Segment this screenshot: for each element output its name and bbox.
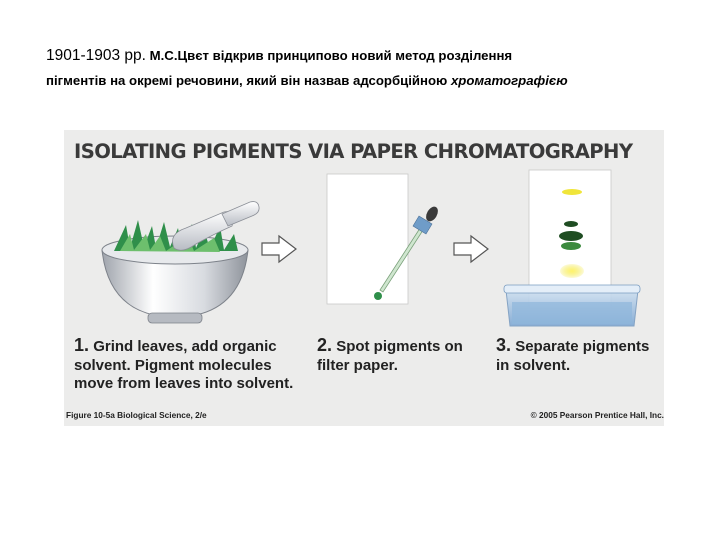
intro-paragraph: 1901-1903 рр. М.С.Цвєт відкрив принципов…: [46, 41, 706, 95]
step-2-number: 2.: [317, 335, 333, 355]
separation-dish-illustration: [503, 169, 641, 327]
band-dark-small: [564, 221, 578, 227]
step-1-line-2: solvent. Pigment molecules: [74, 356, 272, 374]
step-1-line-3: move from leaves into solvent.: [74, 375, 294, 392]
step-1-number: 1.: [74, 335, 90, 355]
mortar-and-pestle-illustration: [101, 201, 260, 324]
step-3-line-2: in solvent.: [496, 356, 571, 374]
figure-illustration: [101, 169, 641, 327]
step-3-number: 3.: [496, 335, 512, 355]
intro-years: 1901-1903 рр.: [46, 47, 146, 64]
figure-title: ISOLATING PIGMENTS VIA PAPER CHROMATOGRA…: [74, 140, 633, 163]
step-3-line-1: Separate pigments: [515, 338, 650, 355]
band-yellow-bottom: [560, 264, 584, 278]
intro-text-a: М.С.Цвєт відкрив принципово новий метод …: [149, 48, 513, 63]
figure-caption: Figure 10-5a Biological Science, 2/e: [66, 410, 207, 420]
band-green: [561, 242, 581, 250]
arrow-right-icon-2: [453, 234, 489, 264]
pipette-icon: [379, 206, 438, 293]
pigment-spot: [374, 292, 382, 300]
filter-paper-illustration: [326, 173, 438, 305]
step-2-line-2: filter paper.: [317, 356, 398, 374]
band-yellow-top: [562, 189, 582, 195]
step-1-line-1: Grind leaves, add organic: [93, 338, 277, 355]
chromatography-figure: ISOLATING PIGMENTS VIA PAPER CHROMATOGRA…: [64, 130, 664, 426]
step-3-text: 3. Separate pigments in solvent.: [496, 336, 666, 375]
step-1-text: 1. Grind leaves, add organic solvent. Pi…: [74, 336, 304, 394]
step-2-text: 2. Spot pigments on filter paper.: [317, 336, 487, 375]
arrow-right-icon-1: [261, 234, 297, 264]
pestle-icon: [172, 201, 260, 251]
intro-line-2: пігментів на окремі речовини, який він н…: [46, 66, 706, 95]
intro-term: хроматографією: [450, 73, 568, 88]
intro-text-b: пігментів на окремі речовини, який він н…: [46, 73, 451, 88]
copyright-notice: © 2005 Pearson Prentice Hall, Inc.: [530, 410, 664, 420]
step-2-line-1: Spot pigments on: [336, 338, 463, 355]
band-dark-large: [559, 231, 583, 241]
